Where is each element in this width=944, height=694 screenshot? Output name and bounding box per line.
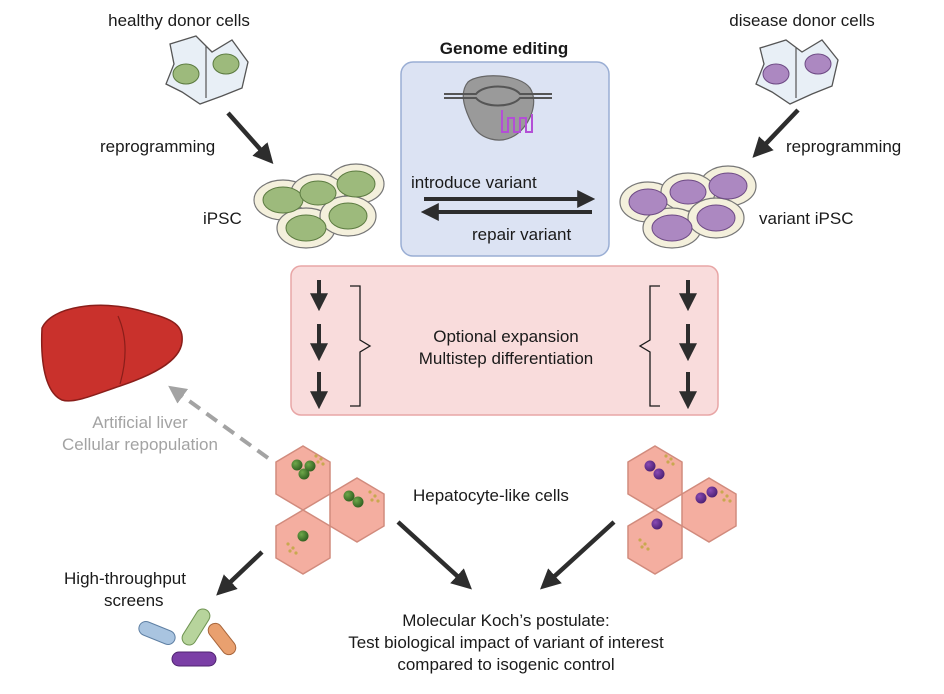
disease-donor-cells-icon xyxy=(755,39,839,105)
variant-ipsc-label: variant iPSC xyxy=(759,209,854,228)
ipsc-cluster-icon xyxy=(253,163,385,249)
screens-label: screens xyxy=(104,591,164,610)
koch-left-arrow xyxy=(396,520,472,590)
ipsc-label: iPSC xyxy=(203,209,242,228)
reprogramming-right-arrow xyxy=(752,108,800,158)
screens-arrow xyxy=(216,550,264,596)
koch-postulate-line3: compared to isogenic control xyxy=(397,655,615,674)
right-bracket xyxy=(638,285,660,407)
hepatocyte-like-cells-label: Hepatocyte-like cells xyxy=(413,486,569,505)
reprogramming-right-label: reprogramming xyxy=(786,137,902,156)
variant-hepatocytes-icon xyxy=(627,445,737,575)
disease-donor-label: disease donor cells xyxy=(729,11,875,30)
koch-postulate-line2: Test biological impact of variant of int… xyxy=(348,633,664,652)
variant-ipsc-cluster-icon xyxy=(619,165,757,249)
reprogramming-left-label: reprogramming xyxy=(100,137,216,156)
high-throughput-label: High-throughput xyxy=(64,569,186,588)
optional-expansion-label: Optional expansion xyxy=(433,327,579,346)
healthy-hepatocytes-icon xyxy=(275,445,385,575)
left-bracket xyxy=(350,285,372,407)
pills-icon xyxy=(138,608,237,667)
differentiation-box xyxy=(290,265,719,416)
koch-right-arrow xyxy=(540,520,616,590)
cellular-repopulation-label: Cellular repopulation xyxy=(62,435,218,454)
reprogramming-left-arrow xyxy=(226,111,274,165)
healthy-donor-label: healthy donor cells xyxy=(108,11,250,30)
liver-icon xyxy=(40,304,183,402)
repair-variant-label: repair variant xyxy=(472,225,572,244)
artificial-liver-label: Artificial liver xyxy=(92,413,188,432)
multistep-differentiation-label: Multistep differentiation xyxy=(418,349,594,368)
introduce-variant-label: introduce variant xyxy=(411,173,537,192)
koch-postulate-title: Molecular Koch’s postulate: xyxy=(402,611,610,630)
genome-editing-title: Genome editing xyxy=(439,39,569,58)
genome-editing-box xyxy=(400,61,610,257)
crispr-complex-icon xyxy=(444,75,552,141)
dashed-liver-arrow xyxy=(168,385,270,460)
healthy-donor-cells-icon xyxy=(165,35,249,105)
